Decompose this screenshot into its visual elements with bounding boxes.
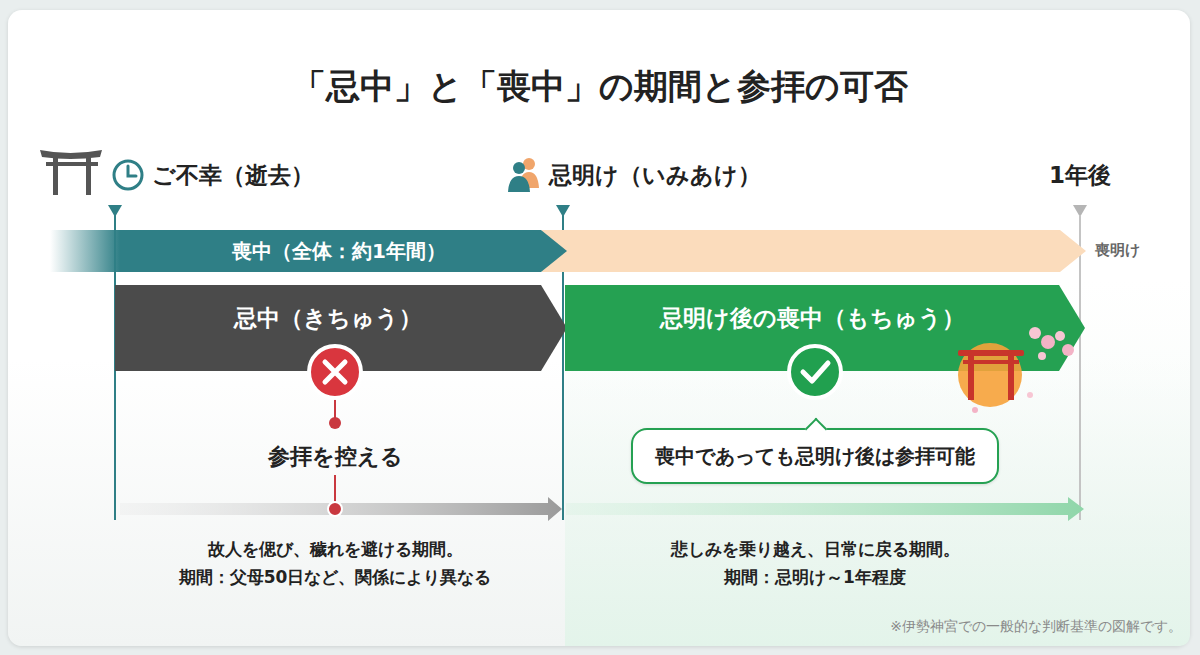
clock-icon — [114, 161, 142, 189]
band-label: 喪中（全体：約1年間） — [232, 230, 446, 272]
people-icon — [508, 158, 539, 192]
description-text: 故人を偲び、穢れを避ける期間。 — [208, 538, 463, 561]
mint-panel — [565, 280, 1190, 646]
end-label: 喪明け — [1095, 241, 1140, 260]
band-shape — [542, 230, 1086, 272]
description-text: 期間：父母50日など、関係により異なる — [179, 566, 492, 589]
torii-icon — [40, 150, 102, 195]
description-text: 悲しみを乗り越え、日常に戻る期間。 — [671, 538, 960, 561]
time-marker-label: 忌明け（いみあけ） — [549, 160, 761, 191]
callout-text: 喪中であっても忌明け後は参拝可能 — [655, 444, 975, 468]
leader-dot — [328, 502, 342, 516]
leader-line — [334, 475, 336, 503]
band-label: 忌明け後の喪中（もちゅう） — [660, 303, 965, 333]
time-marker-label: 1年後 — [1049, 160, 1111, 191]
period-arrow — [120, 497, 562, 521]
band-label: 忌中（きちゅう） — [234, 303, 422, 333]
leader-dot — [329, 417, 341, 429]
footnote: ※伊勢神宮での一般的な判断基準の図解です。 — [890, 618, 1182, 636]
time-marker-label: ご不幸（逝去） — [152, 160, 314, 191]
period-arrow-band: 忌明け後の喪中（もちゅう） — [565, 285, 1085, 371]
leader-line — [334, 398, 336, 418]
period-arrow — [566, 497, 1084, 521]
title: 「忌中」と「喪中」の期間と参拝の可否 — [292, 64, 908, 110]
status-label: 参拝を控える — [268, 442, 403, 472]
period-arrow-band: 忌中（きちゅう） — [115, 285, 567, 371]
callout-box: 喪中であっても忌明け後は参拝可能 — [631, 428, 999, 484]
description-text: 期間：忌明け～1年程度 — [724, 566, 906, 589]
period-band: 喪中（全体：約1年間） — [50, 230, 1086, 272]
timeline-markers — [108, 205, 1087, 520]
